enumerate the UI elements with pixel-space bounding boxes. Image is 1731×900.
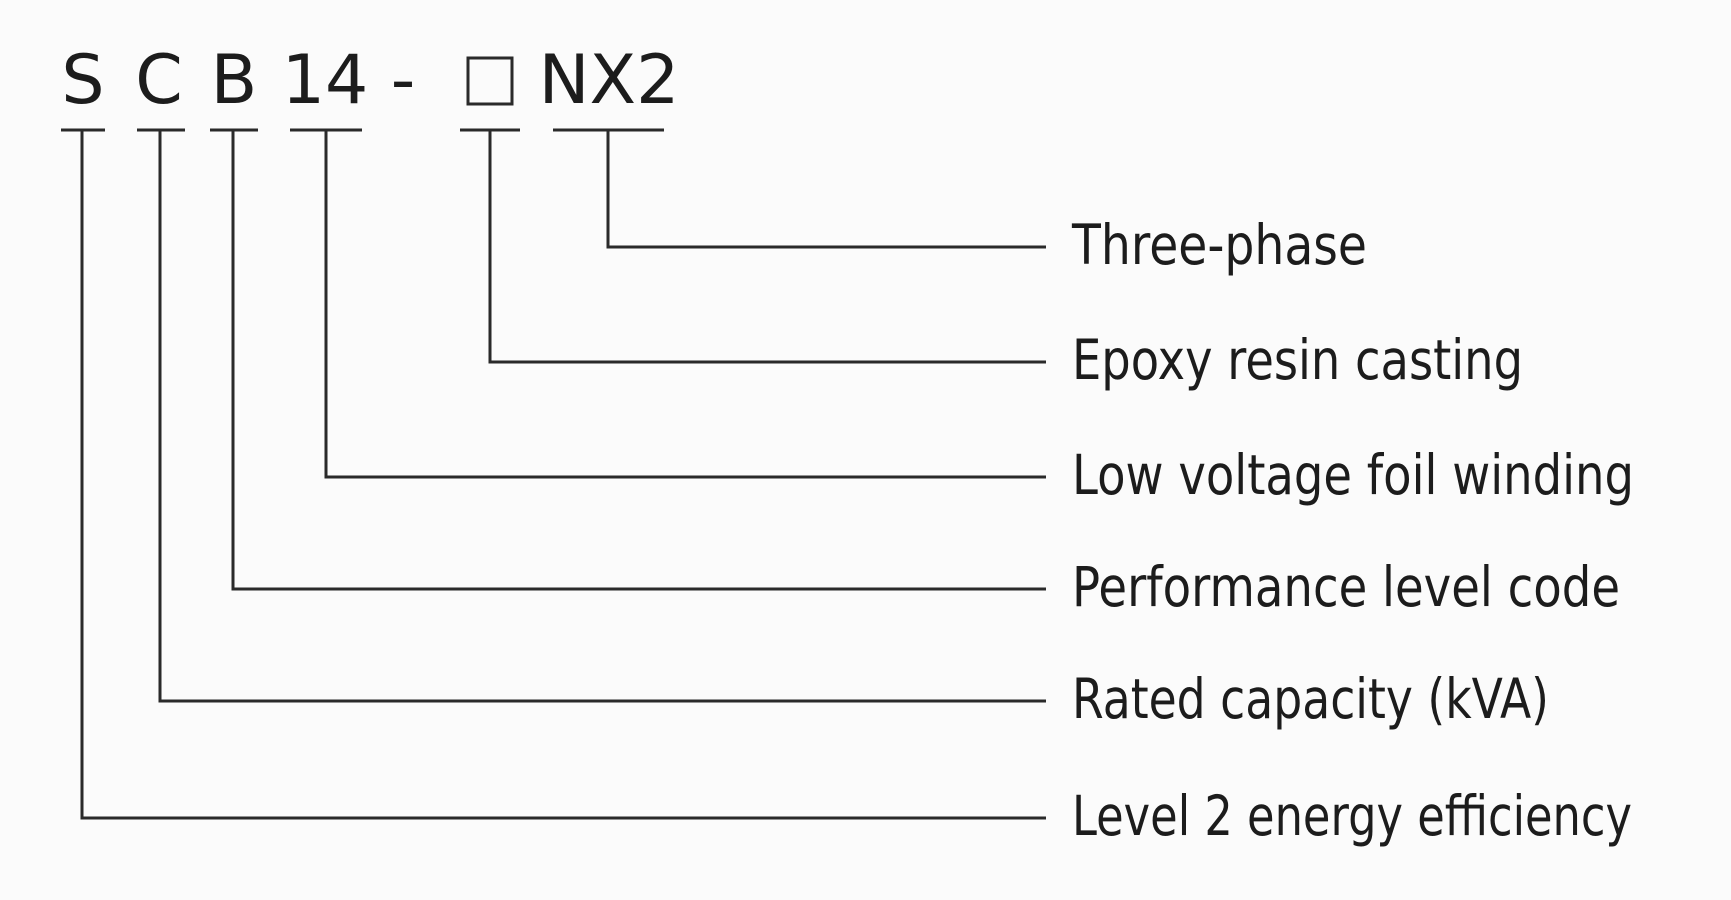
code-segment-s: S <box>61 41 104 120</box>
leader-b <box>231 130 1046 591</box>
model-code: S C B 14 - NX2 <box>61 41 679 120</box>
descriptions: Three-phase Epoxy resin casting Low volt… <box>1071 213 1634 848</box>
code-segment-14: 14 <box>282 41 369 120</box>
desc-level-2-energy-efficiency: Level 2 energy efficiency <box>1072 784 1632 848</box>
leader-14 <box>324 130 1046 479</box>
leader-nx2 <box>606 130 1046 249</box>
leader-box <box>488 130 1046 364</box>
leader-c <box>158 130 1046 703</box>
desc-performance-level-code: Performance level code <box>1072 555 1620 619</box>
code-segment-dash: - <box>391 41 416 120</box>
code-segment-nx2: NX2 <box>539 41 680 120</box>
desc-rated-capacity: Rated capacity (kVA) <box>1072 667 1549 731</box>
desc-three-phase: Three-phase <box>1071 213 1367 277</box>
desc-epoxy-resin-casting: Epoxy resin casting <box>1072 328 1523 392</box>
desc-low-voltage-foil-winding: Low voltage foil winding <box>1072 443 1634 507</box>
leader-s <box>80 130 1046 820</box>
code-placeholder-box <box>466 56 514 106</box>
leader-lines <box>80 130 1046 820</box>
code-segment-c: C <box>135 41 182 120</box>
code-segment-b: B <box>211 41 258 120</box>
